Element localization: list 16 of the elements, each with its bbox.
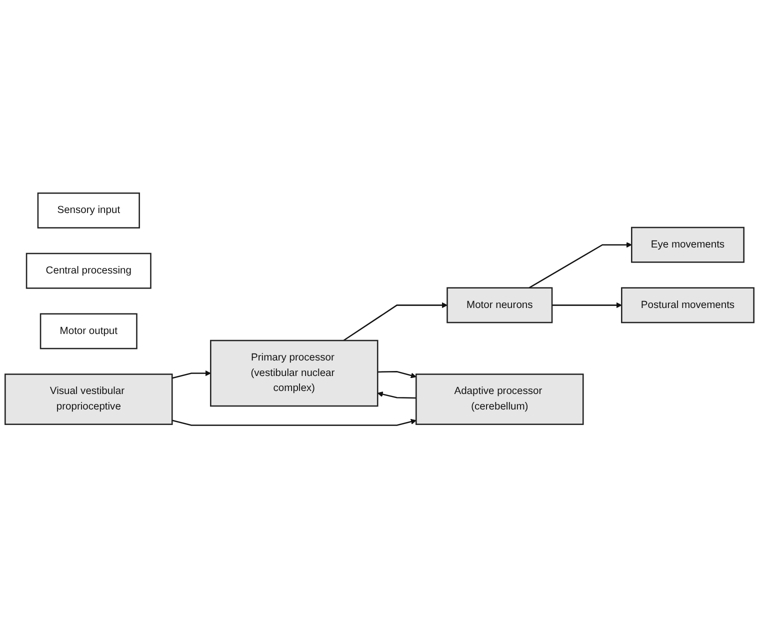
node-box: Motor neurons xyxy=(446,287,553,323)
node-box: Postural movements xyxy=(621,287,754,323)
node-box: Sensory input xyxy=(37,192,140,228)
arrow xyxy=(172,418,416,426)
node-box: Primary processor (vestibular nuclear complex) xyxy=(210,340,378,406)
node-box: Central processing xyxy=(26,252,152,289)
node-box: Eye movements xyxy=(631,226,744,263)
node-box: Motor output xyxy=(40,313,138,349)
arrow xyxy=(172,370,211,379)
arrow xyxy=(528,242,632,288)
arrow xyxy=(378,370,416,378)
node-box: Visual vestibular proprioceptive xyxy=(4,373,173,425)
node-box: Adaptive processor (cerebellum) xyxy=(416,373,584,425)
arrow xyxy=(552,302,622,308)
arrow xyxy=(377,391,416,398)
arrow xyxy=(343,302,448,341)
